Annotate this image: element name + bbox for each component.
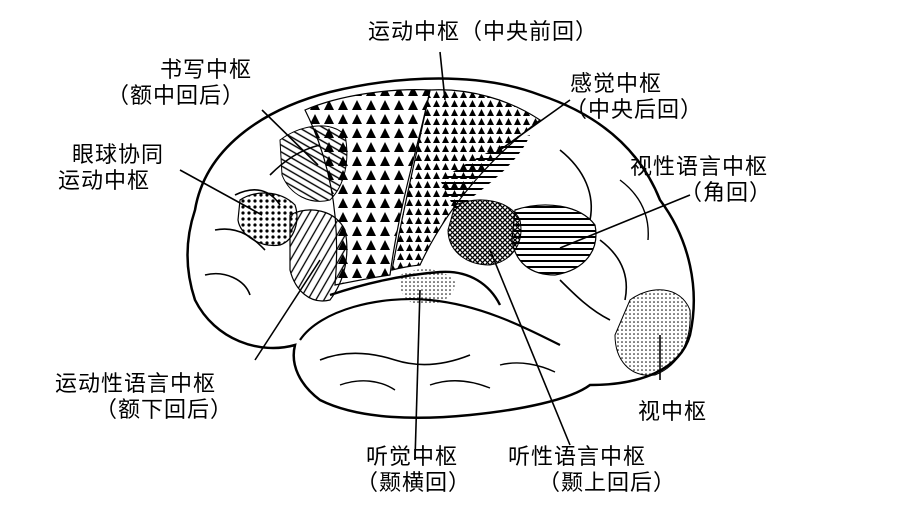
visual-speech-area — [511, 204, 597, 276]
auditory-area — [399, 269, 455, 305]
visual-cortex-area — [614, 289, 691, 376]
auditory-speech-area — [447, 199, 522, 266]
label-visual-speech-center: 视性语言中枢 （角回） — [630, 155, 773, 206]
label-eye-movement-center: 眼球协同 运动中枢 — [58, 143, 165, 194]
motor-cortex-area — [304, 89, 431, 286]
label-writing-center: 书写中枢 （额中回后） — [107, 58, 253, 109]
label-sensory-center: 感觉中枢 （中央后回） — [565, 72, 704, 123]
label-visual-center: 视中枢 — [638, 400, 708, 425]
label-motor-speech-center: 运动性语言中枢 （额下回后） — [55, 372, 234, 423]
label-motor-center: 运动中枢（中央前回） — [368, 20, 599, 45]
label-auditory-speech-center: 听性语言中枢 （颞上回后） — [508, 445, 677, 496]
label-auditory-center: 听觉中枢 （颞横回） — [356, 445, 472, 496]
